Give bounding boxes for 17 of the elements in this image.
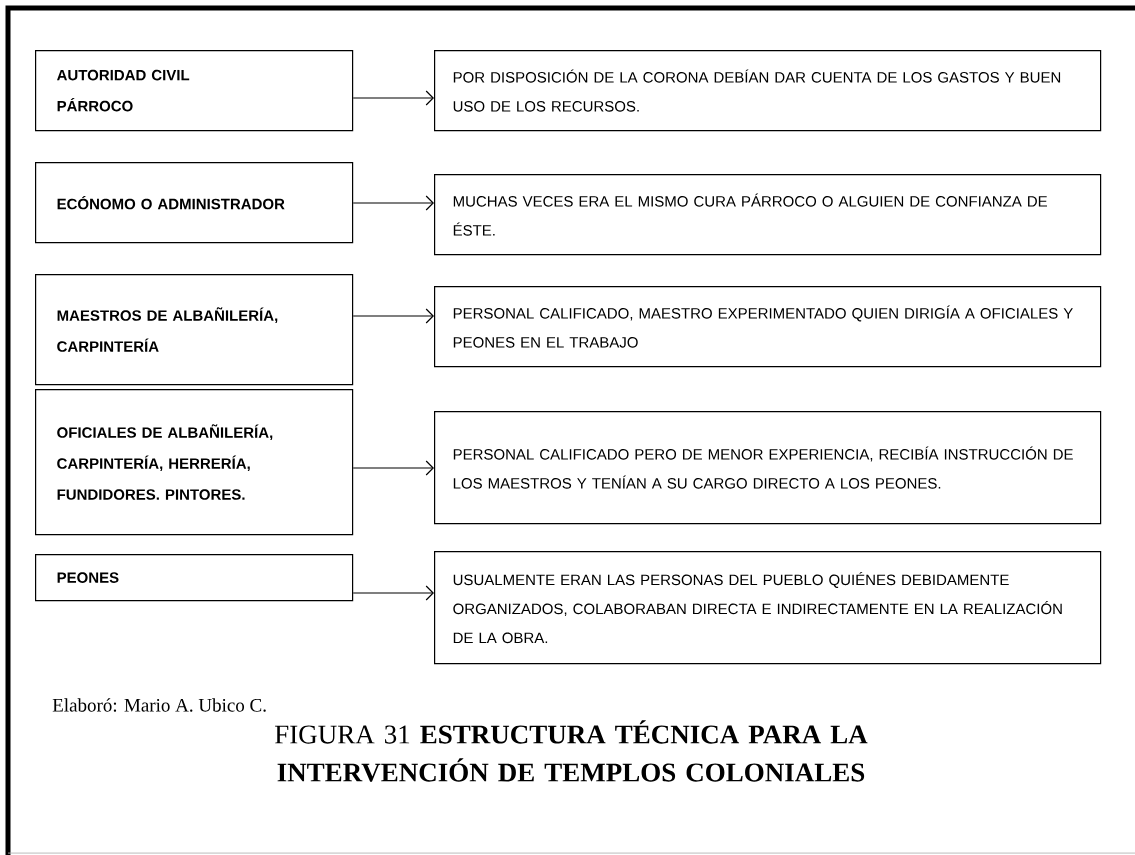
arrow: [352, 308, 434, 324]
figure-caption: FIGURA 31 ESTRUCTURA TÉCNICA PARA LA INTERVENCIÓN DE TEMPLOS COLONIALES: [275, 720, 868, 782]
role-box: MAESTROS DE ALBAÑILERÍA, CARPINTERÍA: [35, 274, 354, 386]
author-note: Elaboró: Mario A. Ubico C.: [52, 698, 266, 712]
arrow: [352, 585, 434, 601]
role-box: OFICIALES DE ALBAÑILERÍA, CARPINTERÍA, HERRERÍA, FUNDIDORES. PINTORES.: [35, 389, 354, 536]
arrow: [352, 460, 434, 476]
description-box: POR DISPOSICIÓN DE LA CORONA DEBÍAN DAR CUENTA DE LOS GASTOS Y BUEN USO DE LOS RECURSOS.: [434, 50, 1102, 132]
arrow: [352, 195, 434, 211]
description-box: PERSONAL CALIFICADO PERO DE MENOR EXPERIENCIA, RECIBÍA INSTRUCCIÓN DE LOS MAESTROS Y TENÍAN A SU CARGO DIRECTO A LOS PEONES.: [434, 411, 1102, 525]
role-box: AUTORIDAD CIVIL PÁRROCO: [35, 50, 354, 132]
description-box: MUCHAS VECES ERA EL MISMO CURA PÁRROCO O ALGUIEN DE CONFIANZA DE ÉSTE.: [434, 174, 1102, 256]
description-box: PERSONAL CALIFICADO, MAESTRO EXPERIMENTADO QUIEN DIRIGÍA A OFICIALES Y PEONES EN EL TRABAJO: [434, 286, 1102, 368]
role-box: PEONES: [35, 554, 354, 602]
role-box: ECÓNOMO O ADMINISTRADOR: [35, 162, 354, 244]
description-box: USUALMENTE ERAN LAS PERSONAS DEL PUEBLO QUIÉNES DEBIDAMENTE ORGANIZADOS, COLABORABAN DIRECTA E INDIRECTAMENTE EN LA REALIZACIÓN DE LA OBRA.: [434, 551, 1102, 665]
arrow: [352, 90, 434, 106]
